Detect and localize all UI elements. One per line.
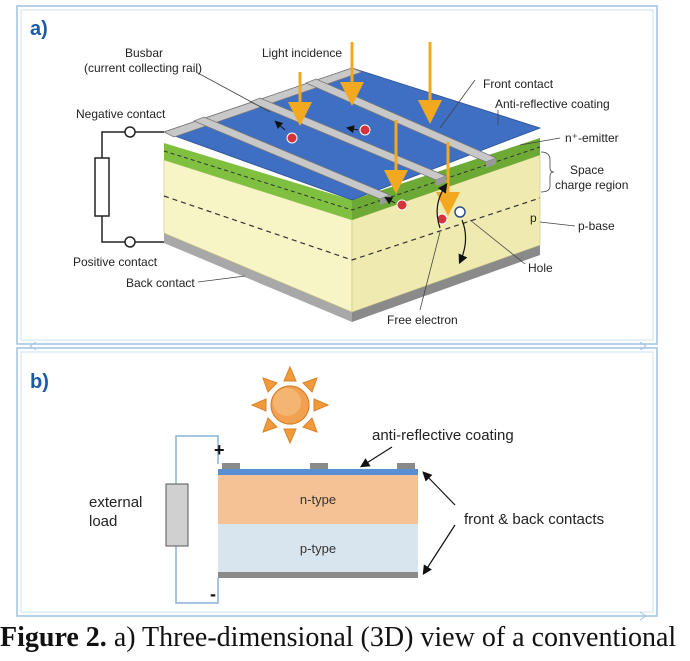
carriers: [274, 120, 468, 265]
electron-1: [286, 132, 298, 144]
back-contact-bar: [218, 572, 418, 578]
label-contacts: front & back contacts: [464, 511, 604, 528]
label-arc: Anti-reflective coating: [495, 97, 610, 111]
front-contact-bar-3: [397, 463, 415, 469]
panel-b-frame: [16, 347, 658, 617]
load-resistor: [94, 157, 110, 217]
panel-b-tag: b): [30, 371, 49, 393]
label-p: p: [530, 211, 537, 225]
label-free-electron: Free electron: [387, 313, 458, 327]
panel-a-frame: [16, 5, 658, 345]
p-type-layer: [218, 524, 418, 572]
light-rays: [288, 42, 460, 216]
label-negative: Negative contact: [76, 107, 166, 121]
external-circuit: [94, 126, 164, 248]
negative-terminal: [124, 126, 136, 138]
n-emitter-layer: [164, 143, 352, 220]
label-ptype: p-type: [300, 541, 336, 556]
label-hole: Hole: [528, 261, 553, 275]
label-busbar: Busbar: [125, 46, 163, 60]
label-pbase: p-base: [578, 219, 615, 233]
electron-2: [359, 124, 371, 136]
label-load1: external: [89, 494, 142, 511]
panel-a-tag: a): [30, 18, 48, 40]
solar-cell-3d: [162, 67, 542, 322]
label-positive: Positive contact: [73, 255, 158, 269]
arc-layer: [218, 469, 418, 475]
label-space2: charge region: [555, 178, 628, 192]
label-plus: +: [214, 440, 225, 460]
sun-icon: [250, 365, 330, 445]
label-front-contact: Front contact: [483, 77, 554, 91]
n-type-layer: [218, 475, 418, 524]
electron-4: [436, 213, 448, 225]
caption-label: Figure 2.: [0, 622, 107, 653]
label-space1: Space: [570, 163, 604, 177]
label-load2: load: [89, 513, 117, 530]
label-back-contact: Back contact: [126, 276, 195, 290]
panel-a: a): [16, 5, 658, 345]
label-light: Light incidence: [262, 46, 342, 60]
caption-text: a) Three-dimensional (3D) view of a conv…: [106, 622, 677, 653]
space-charge-boundary: [163, 195, 541, 261]
label-arc-b: anti-reflective coating: [372, 427, 514, 444]
figure-caption: Figure 2. a) Three-dimensional (3D) view…: [0, 620, 690, 656]
cell-cross-section: n-type p-type: [218, 463, 418, 578]
label-minus: -: [210, 584, 216, 604]
panel-b: b) n-type p-: [16, 347, 658, 617]
external-load-circuit: + - external load: [89, 435, 225, 604]
front-contact-bar-2: [310, 463, 328, 469]
hole-1: [454, 206, 466, 218]
label-emitter: n⁺-emitter: [565, 131, 619, 145]
positive-terminal: [124, 236, 136, 248]
electron-3: [396, 199, 408, 211]
label-busbar-sub: (current collecting rail): [84, 61, 202, 75]
external-load-box: [165, 483, 189, 547]
back-contact-layer: [164, 233, 352, 322]
front-contact-bar-1: [222, 463, 240, 469]
label-ntype: n-type: [300, 492, 336, 507]
